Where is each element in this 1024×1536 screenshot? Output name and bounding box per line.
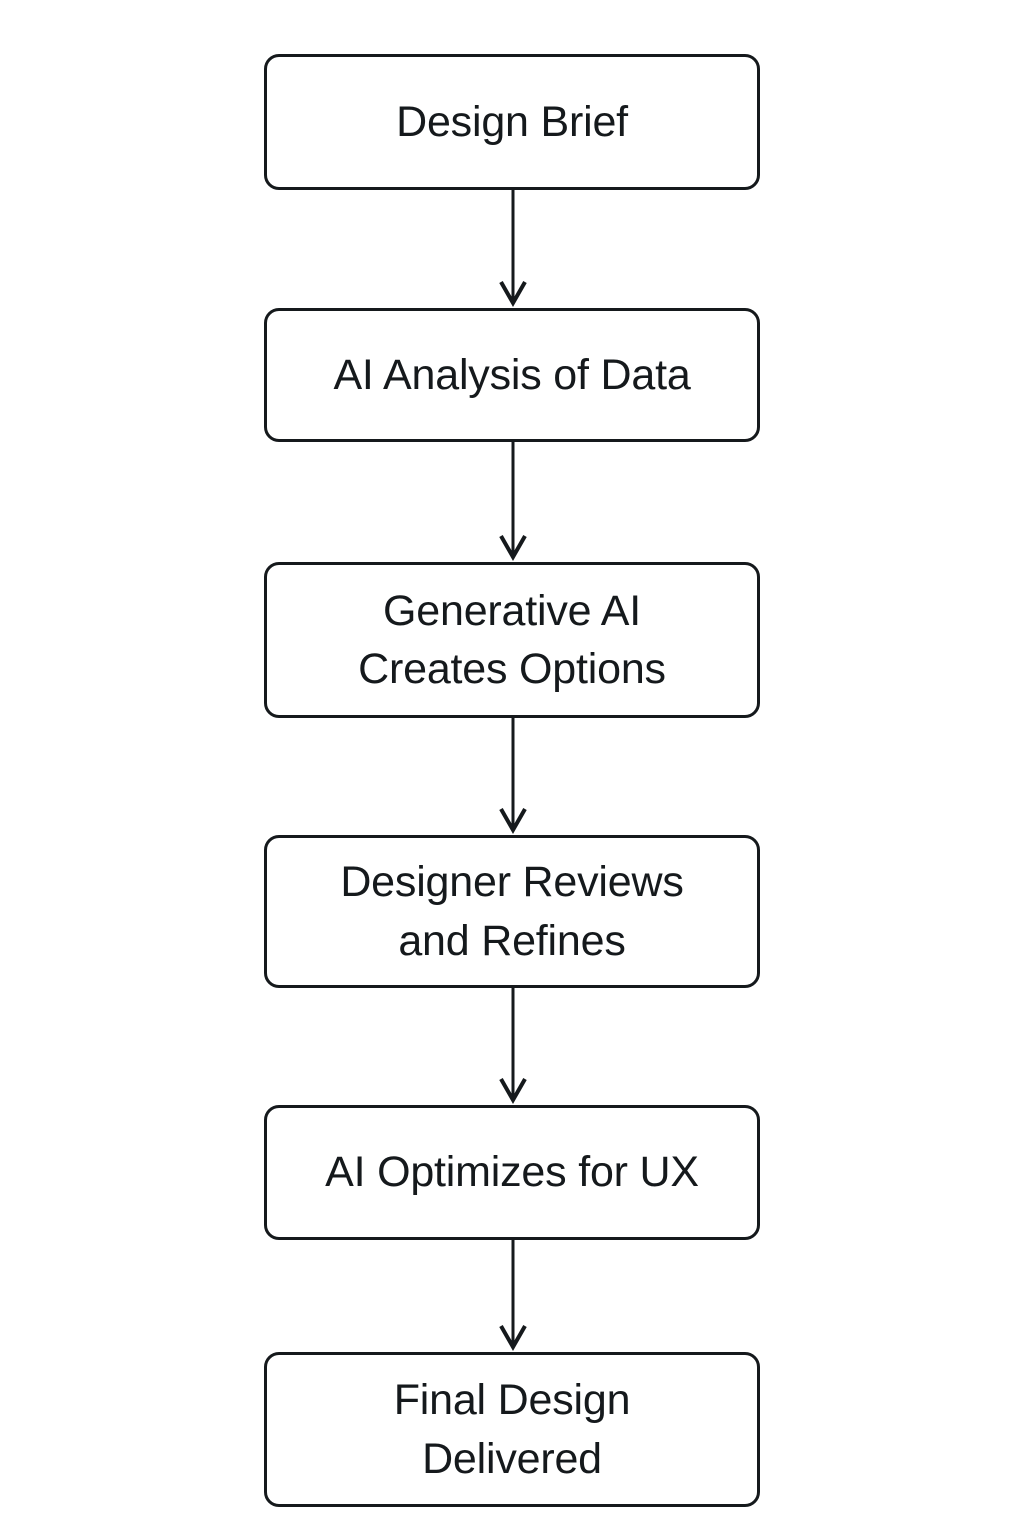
- flow-edge-designer-review-to-ai-optimize-ux: [499, 988, 527, 1105]
- down-arrow-icon: [499, 1078, 527, 1105]
- flow-node-label: Designer Reviews and Refines: [340, 858, 684, 965]
- flow-node-label: Design Brief: [396, 97, 628, 146]
- flow-edge-ai-analysis-to-generative-options: [499, 442, 527, 562]
- flow-node-ai-analysis[interactable]: AI Analysis of Data: [264, 308, 760, 442]
- flow-edge-design-brief-to-ai-analysis: [499, 190, 527, 308]
- flow-node-label: Generative AI Creates Options: [358, 586, 666, 693]
- flow-node-final-design[interactable]: Final Design Delivered: [264, 1352, 760, 1507]
- flow-node-designer-review[interactable]: Designer Reviews and Refines: [264, 835, 760, 988]
- flow-node-label: AI Optimizes for UX: [325, 1148, 699, 1197]
- down-arrow-icon: [499, 535, 527, 562]
- flow-node-design-brief[interactable]: Design Brief: [264, 54, 760, 190]
- down-arrow-icon: [499, 808, 527, 835]
- flow-edge-ai-optimize-ux-to-final-design: [499, 1240, 527, 1352]
- flow-node-ai-optimize-ux[interactable]: AI Optimizes for UX: [264, 1105, 760, 1240]
- flow-node-label: Final Design Delivered: [393, 1376, 631, 1483]
- flow-edge-generative-options-to-designer-review: [499, 718, 527, 835]
- down-arrow-icon: [499, 281, 527, 308]
- flow-node-label: AI Analysis of Data: [333, 350, 691, 399]
- flow-node-generative-options[interactable]: Generative AI Creates Options: [264, 562, 760, 718]
- down-arrow-icon: [499, 1325, 527, 1352]
